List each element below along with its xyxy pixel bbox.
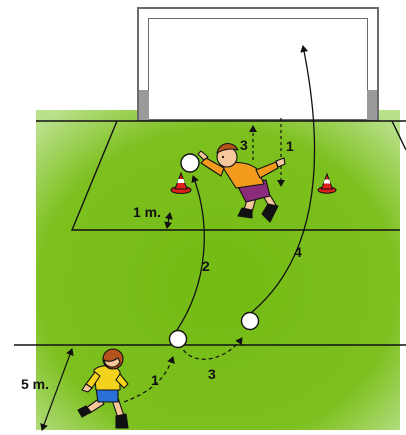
ball-icon [242,313,259,330]
ball-icon [181,154,199,172]
pass-2-label: 2 [202,258,210,274]
run-3-label: 3 [208,366,216,382]
distance-1m-label: 1 m. [133,204,161,220]
shot-4-label: 4 [294,244,302,260]
soccer-goal-icon [138,8,378,120]
keeper-1-label: 1 [286,138,294,154]
run-1-label: 1 [151,372,159,388]
keeper-3-label: 3 [240,137,248,153]
ball-icon [170,331,187,348]
distance-5m-label: 5 m. [21,376,49,392]
